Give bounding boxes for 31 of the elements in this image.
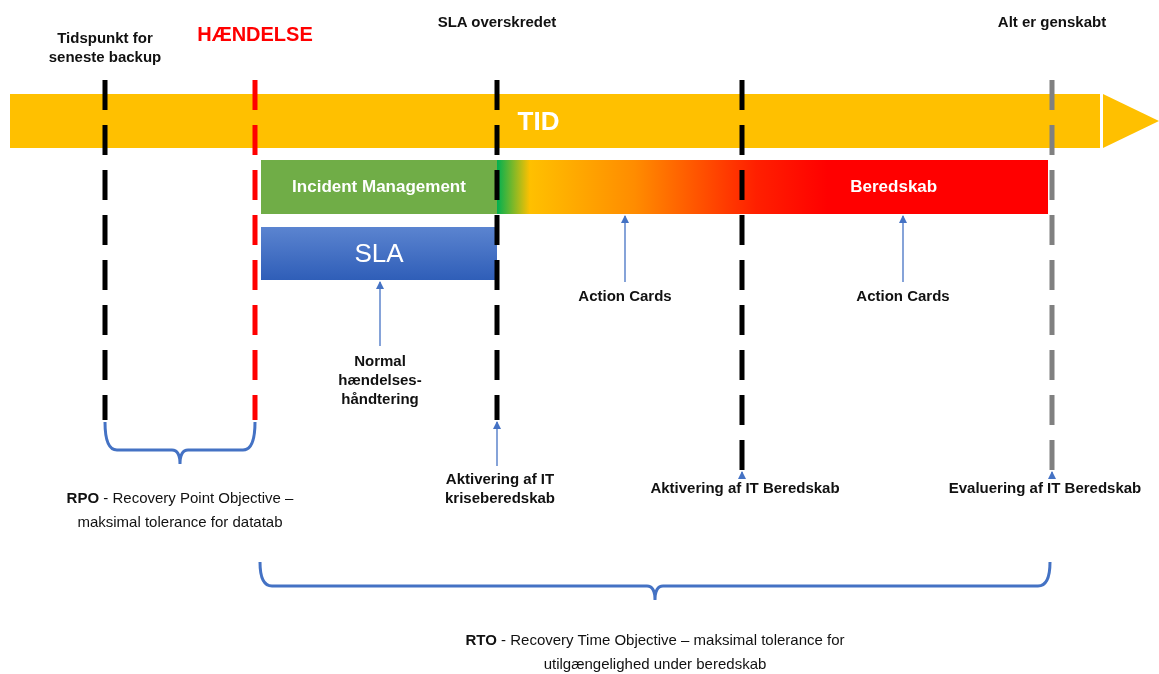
sla-bar	[261, 227, 497, 280]
arrow	[1048, 471, 1056, 479]
bar-label: TID	[517, 105, 560, 137]
definition-text: RPO - Recovery Point Objective – maksimal tolerance for datatab	[65, 488, 295, 532]
event-label: HÆNDELSE	[197, 22, 313, 46]
time-arrow	[10, 94, 1159, 148]
annotation-text: Normal hændelses- håndtering	[330, 348, 430, 410]
dashed-marker-line	[102, 80, 108, 420]
arrow	[376, 281, 384, 347]
annotation-text: Aktivering af IT Beredskab	[630, 476, 860, 498]
annotation-text: Action Cards	[838, 284, 968, 306]
arrow	[493, 421, 501, 467]
milestone-label: Alt er genskabt	[997, 12, 1107, 31]
dashed-marker-line	[739, 80, 745, 470]
phase-bar	[497, 160, 1048, 214]
arrow	[738, 471, 746, 479]
bar-label: SLA	[354, 238, 404, 269]
bar-label: Incident Management	[292, 177, 466, 197]
dashed-marker-line	[494, 80, 500, 420]
milestone-label: SLA overskredet	[437, 12, 557, 31]
milestone-label: Tidspunkt for seneste backup	[47, 28, 163, 66]
arrow	[899, 215, 907, 283]
arrow	[621, 215, 629, 283]
annotation-text: Evaluering af IT Beredskab	[935, 476, 1155, 498]
dashed-marker-line	[1049, 80, 1055, 470]
annotation-text: Action Cards	[560, 284, 690, 306]
phase-bar	[261, 160, 497, 214]
annotation-text: Aktivering af IT kriseberedskab	[420, 468, 580, 508]
dashed-marker-line	[252, 80, 258, 420]
definition-text: RTO - Recovery Time Objective – maksimal tolerance for utilgængelighed under beredskab	[464, 630, 846, 674]
bar-label: Beredskab	[850, 177, 938, 197]
